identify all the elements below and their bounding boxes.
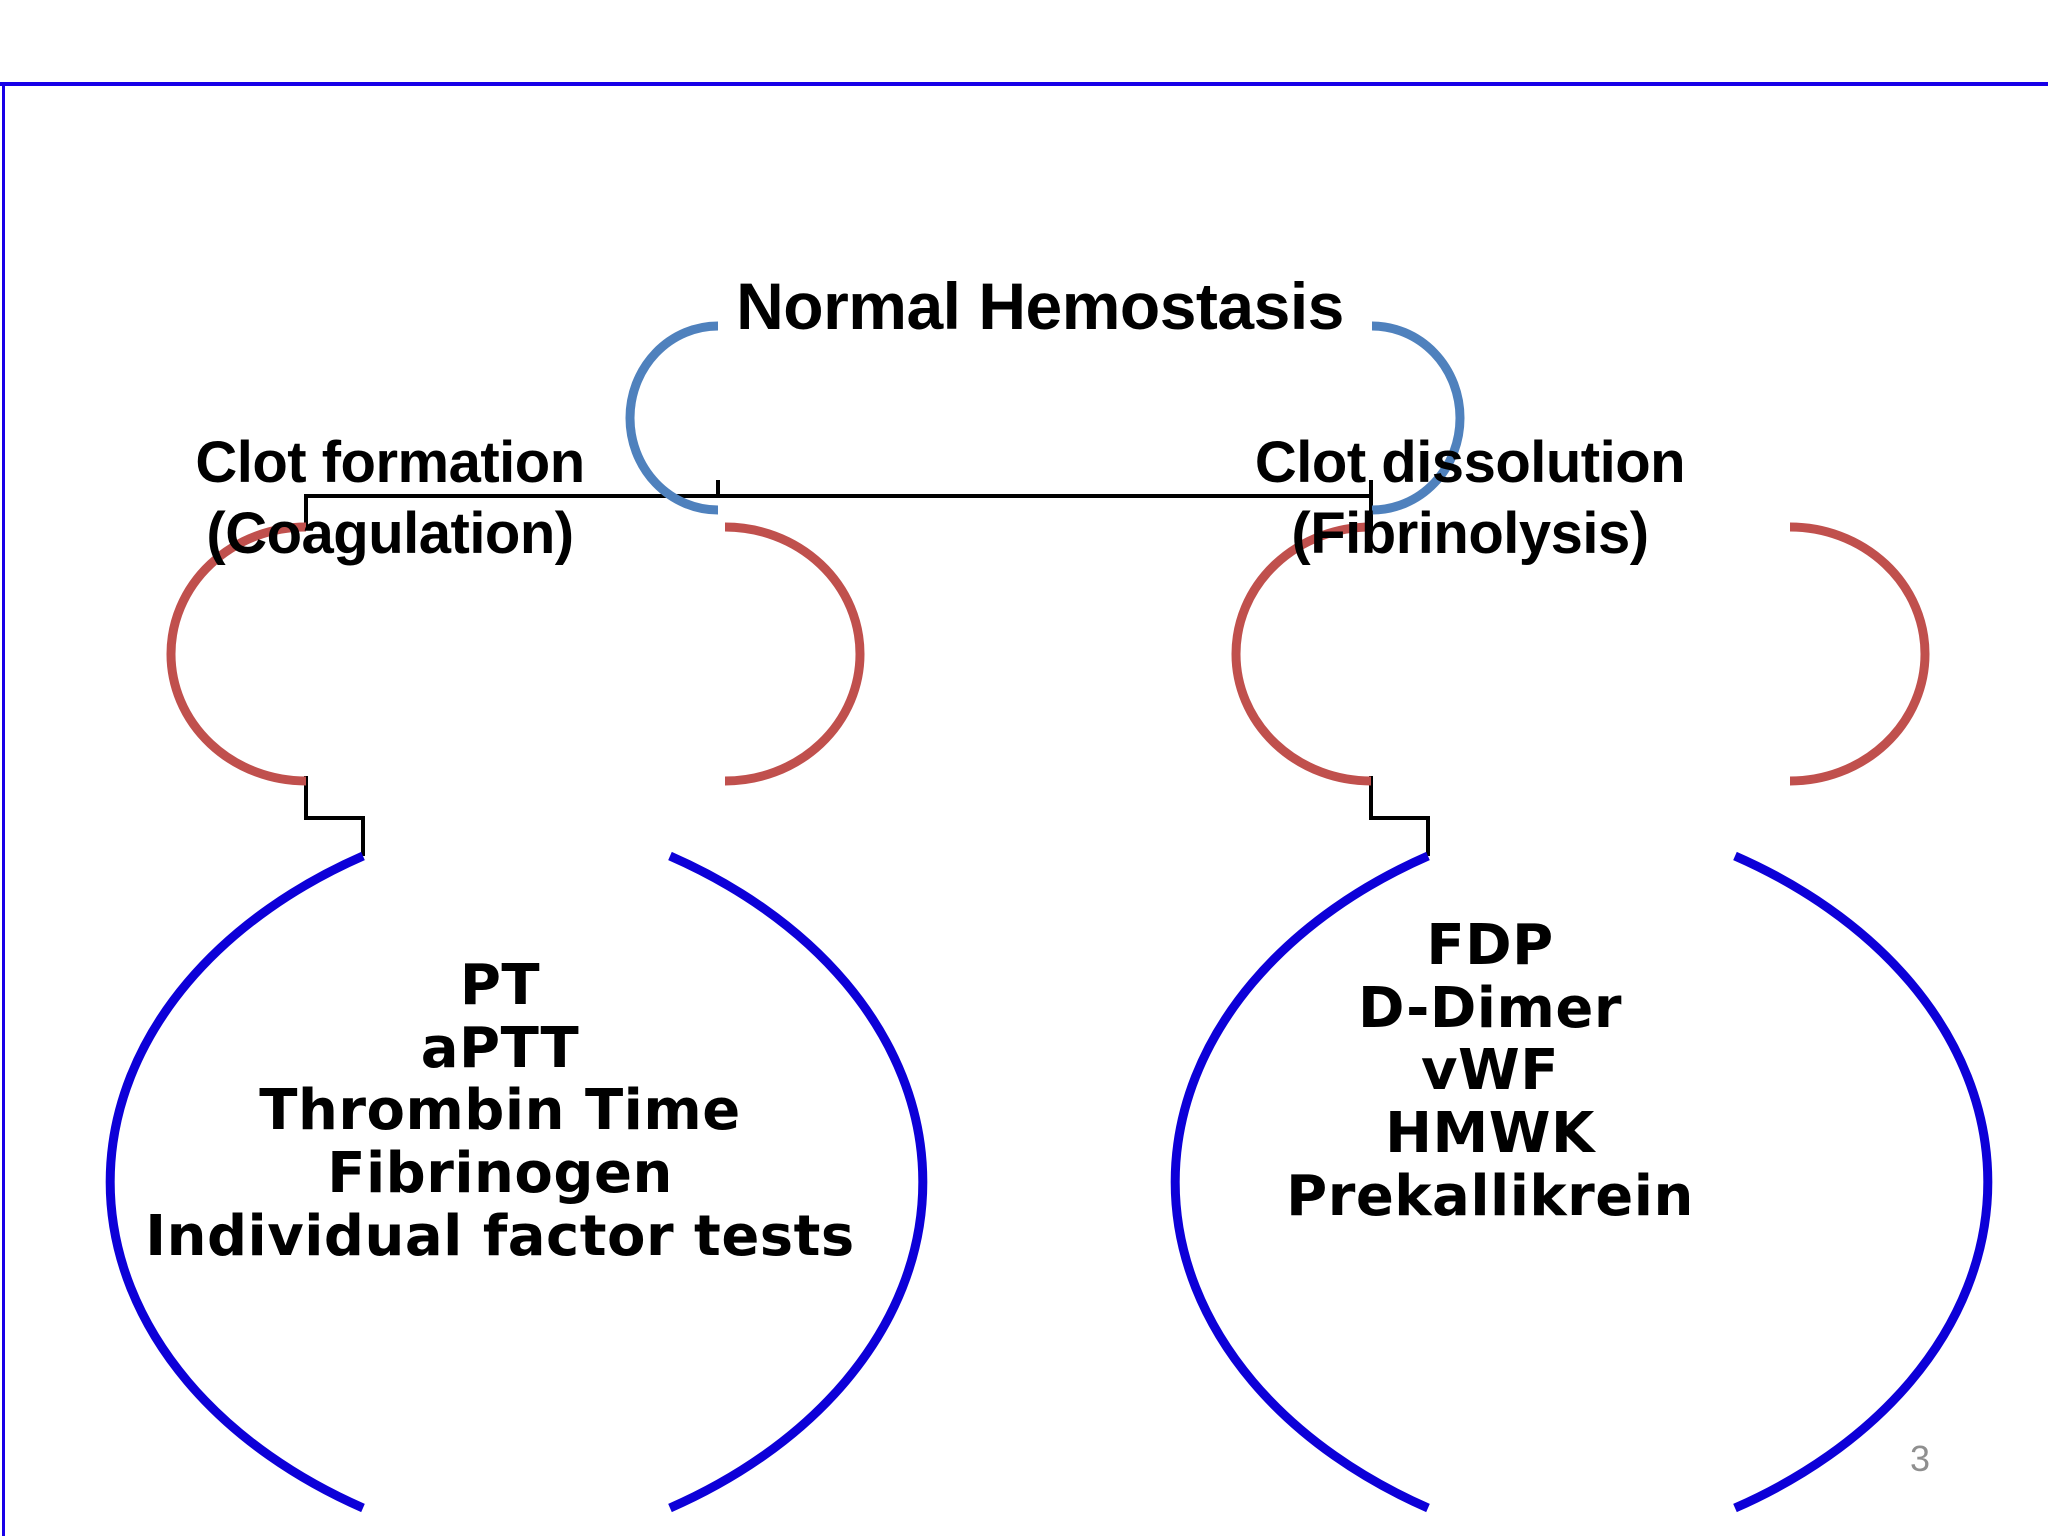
connector-left-branch-to-tests	[304, 776, 365, 856]
tests-right-circle-outline	[1170, 851, 1993, 1513]
slide-border-top	[0, 82, 2048, 86]
connector-right-branch-to-tests	[1369, 776, 1430, 856]
slide-number: 3	[1910, 1438, 1931, 1479]
branch-right-ellipse-outline	[1231, 522, 1930, 786]
tests-left-circle-outline	[105, 851, 928, 1513]
branch-left-ellipse-outline	[166, 522, 865, 786]
connector-root-to-branches	[304, 480, 1373, 529]
slide-border-left	[2, 84, 5, 1536]
root-ellipse-outline	[625, 321, 1465, 515]
